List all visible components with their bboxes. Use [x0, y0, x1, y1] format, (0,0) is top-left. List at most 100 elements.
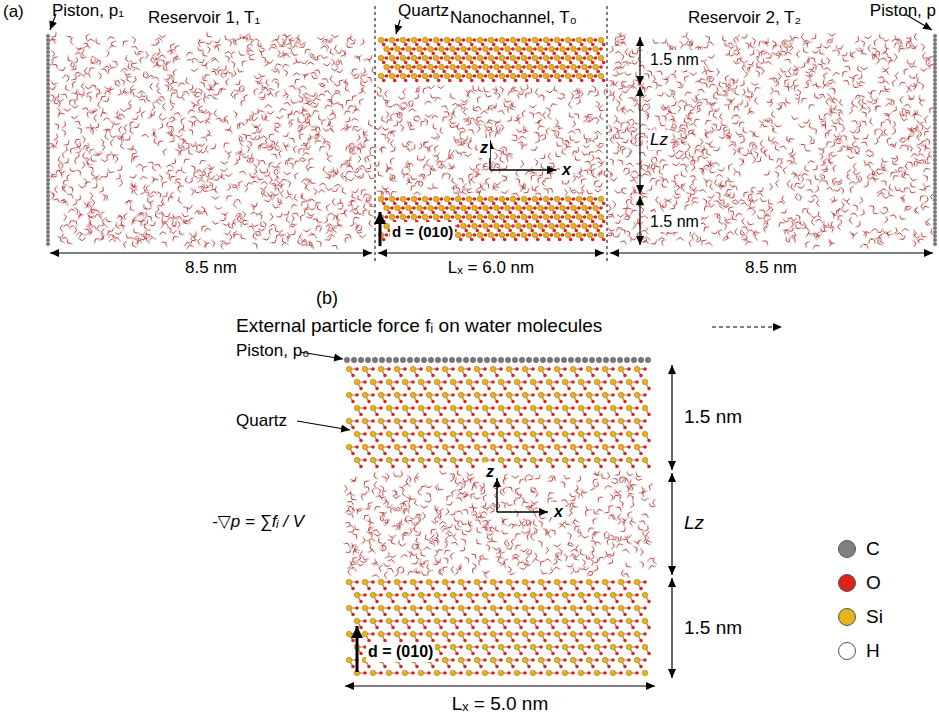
piston-atom — [933, 110, 937, 114]
piston-atom — [46, 214, 50, 218]
piston-atom — [46, 242, 50, 246]
piston-atom — [933, 202, 937, 206]
piston-atom — [603, 357, 609, 363]
piston-atom — [933, 194, 937, 198]
piston-atom — [933, 234, 937, 238]
label: 1.5 nm — [648, 50, 701, 70]
force-arrow — [712, 326, 782, 327]
piston-atom — [933, 66, 937, 70]
piston-atom — [933, 238, 937, 242]
label: Nanochannel, T₀ — [450, 8, 577, 28]
piston-atom — [933, 86, 937, 90]
piston-atom — [46, 134, 50, 138]
piston-atom — [46, 94, 50, 98]
piston-atom — [933, 214, 937, 218]
piston-atom — [933, 218, 937, 222]
label: z — [478, 138, 490, 158]
piston-atom — [46, 126, 50, 130]
piston-atom — [933, 62, 937, 66]
piston-atom — [46, 34, 50, 38]
piston-atom — [46, 182, 50, 186]
piston-atom — [358, 357, 364, 363]
legend-text: H — [866, 641, 880, 661]
piston-atom — [46, 130, 50, 134]
piston-atom — [46, 46, 50, 50]
label: x — [552, 502, 565, 522]
piston-atom — [46, 158, 50, 162]
piston-atom — [505, 357, 511, 363]
piston-atom — [46, 222, 50, 226]
piston-atom — [933, 130, 937, 134]
piston-atom — [46, 170, 50, 174]
direction-arrow — [379, 212, 382, 246]
piston-atom — [933, 142, 937, 146]
water-h — [344, 470, 656, 578]
label: d = (010) — [366, 642, 435, 662]
piston-atom — [449, 357, 455, 363]
piston-atom — [46, 138, 50, 142]
axis — [496, 478, 498, 512]
piston-atom — [344, 357, 350, 363]
piston-atom — [470, 357, 476, 363]
piston-atom — [46, 42, 50, 46]
leader — [297, 421, 350, 430]
piston-atom — [46, 154, 50, 158]
atom-swatch — [838, 540, 856, 558]
piston-atom — [365, 357, 371, 363]
legend-text: Si — [866, 607, 883, 627]
piston-atom — [400, 357, 406, 363]
legend-text: O — [866, 573, 881, 593]
piston-atom — [933, 222, 937, 226]
piston-atom — [46, 198, 50, 202]
dimension — [671, 473, 672, 575]
piston-atom — [933, 126, 937, 130]
label: Piston, p₁ — [52, 1, 124, 21]
axis — [497, 511, 548, 513]
piston-atom — [933, 154, 937, 158]
piston-atom — [933, 150, 937, 154]
piston-atom — [519, 357, 525, 363]
water-h — [607, 33, 934, 249]
label: x — [560, 160, 573, 180]
piston-atom — [933, 34, 937, 38]
piston-atom — [428, 357, 434, 363]
piston-atom — [554, 357, 560, 363]
piston-atom — [540, 357, 546, 363]
label: Lₓ = 5.0 nm — [452, 694, 549, 714]
label: 8.5 nm — [745, 258, 797, 278]
piston-atom — [46, 74, 50, 78]
piston-atom — [933, 98, 937, 102]
o-atoms — [351, 580, 651, 675]
label: Lz — [684, 513, 704, 533]
piston-atom — [46, 186, 50, 190]
piston-atom — [407, 357, 413, 363]
piston-atom — [46, 38, 50, 42]
piston-atom — [933, 54, 937, 58]
piston-atom — [933, 230, 937, 234]
dimension — [671, 365, 672, 470]
piston-atom — [933, 118, 937, 122]
dimension — [345, 685, 655, 686]
piston-atom — [46, 110, 50, 114]
piston-atom — [933, 82, 937, 86]
dimension — [639, 37, 640, 85]
piston-atom — [526, 357, 532, 363]
piston-atom — [933, 38, 937, 42]
piston-atom — [46, 102, 50, 106]
piston-atom — [46, 162, 50, 166]
piston-atom — [414, 357, 420, 363]
dimension — [639, 87, 640, 194]
piston-atom — [568, 357, 574, 363]
piston-atom — [46, 98, 50, 102]
piston-atom — [933, 162, 937, 166]
piston-atom — [46, 86, 50, 90]
piston-atom — [638, 357, 644, 363]
piston-atom — [46, 238, 50, 242]
piston-atom — [933, 42, 937, 46]
piston-atom — [933, 174, 937, 178]
piston-atom — [575, 357, 581, 363]
piston-atom — [631, 357, 637, 363]
piston-atom — [421, 357, 427, 363]
piston-atom — [46, 122, 50, 126]
piston-atom — [46, 54, 50, 58]
